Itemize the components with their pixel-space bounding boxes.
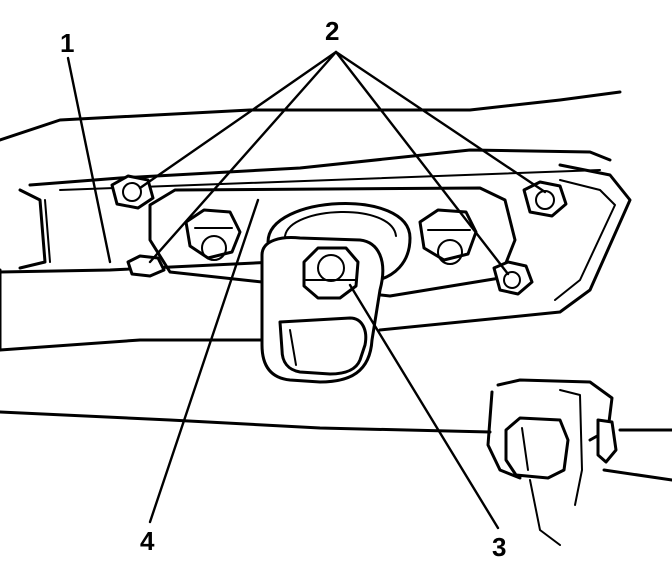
nut-left-outer xyxy=(110,174,155,210)
leader-2b xyxy=(148,50,338,264)
center-bolt xyxy=(302,246,360,300)
leader-2c xyxy=(334,50,547,194)
nut-left-inner xyxy=(184,208,242,261)
callout-4: 4 xyxy=(140,526,155,556)
mount-plate xyxy=(148,186,517,298)
callout-1: 1 xyxy=(60,28,74,58)
leader-lines xyxy=(66,50,547,530)
nut-right-inner xyxy=(418,208,478,265)
lower-right-bracket xyxy=(486,378,672,546)
nut-left-lower xyxy=(126,254,166,278)
leader-4 xyxy=(148,198,260,524)
leader-3 xyxy=(348,283,500,530)
nut-right-lower xyxy=(492,260,534,296)
leader-2d xyxy=(334,50,510,276)
callout-3: 3 xyxy=(492,532,506,562)
leader-1 xyxy=(66,56,112,264)
callout-2: 2 xyxy=(325,16,339,46)
leader-2a xyxy=(138,50,338,190)
nut-right-outer xyxy=(522,180,568,218)
